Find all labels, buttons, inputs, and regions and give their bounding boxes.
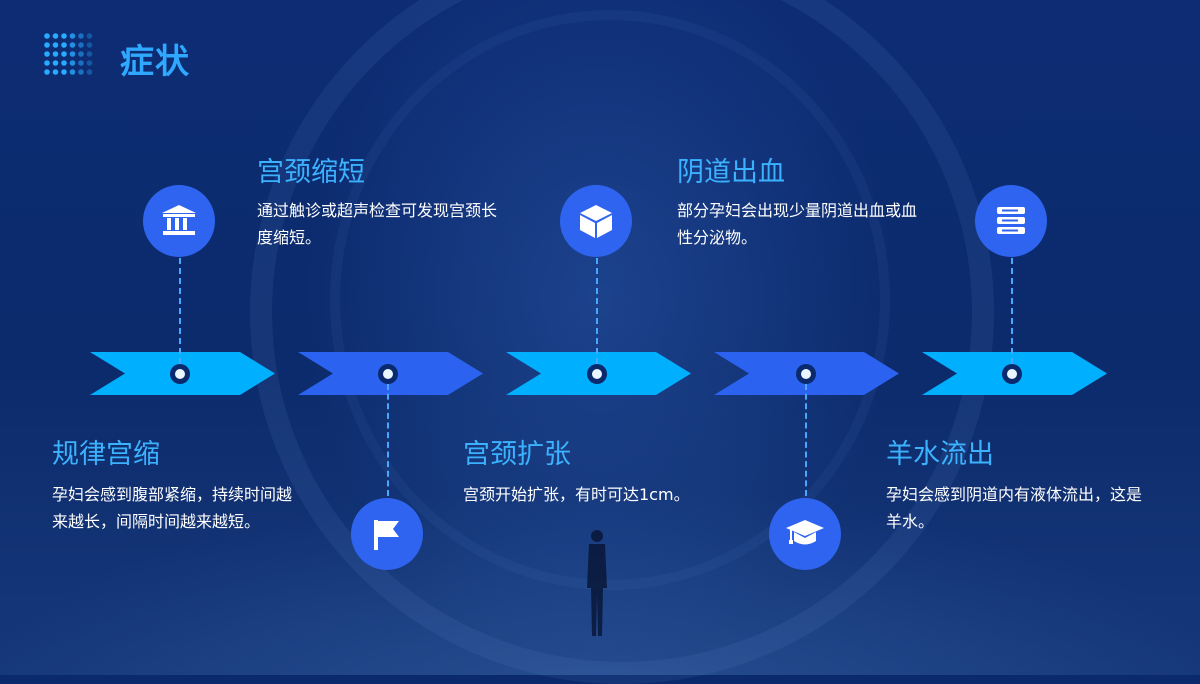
bank-icon	[162, 205, 196, 235]
timeline-dot-2	[378, 364, 398, 384]
timeline-dot-3	[587, 364, 607, 384]
step-5-title: 羊水流出	[886, 439, 994, 470]
graduation-cap-icon	[786, 520, 824, 545]
step-2-icon-circle	[351, 498, 423, 570]
connector-3	[596, 258, 598, 364]
step-5-desc: 孕妇会感到阴道内有液体流出，这是羊水。	[886, 485, 1143, 531]
connector-2	[387, 384, 389, 496]
dots-logo-icon	[44, 33, 93, 75]
step-3-title: 宫颈扩张	[463, 439, 571, 470]
person-silhouette-icon	[587, 530, 607, 636]
step-2-title: 宫颈缩短	[257, 157, 365, 188]
background-ring-inner	[330, 10, 890, 590]
step-5-icon-circle	[975, 185, 1047, 257]
timeline-dot-5	[1002, 364, 1022, 384]
step-1-desc: 孕妇会感到腹部紧缩，持续时间越来越长，间隔时间越来越短。	[52, 485, 293, 531]
step-1-title: 规律宫缩	[52, 439, 160, 470]
connector-4	[805, 384, 807, 496]
step-2-desc: 通过触诊或超声检查可发现宫颈长度缩短。	[257, 201, 498, 247]
connector-5	[1011, 258, 1013, 364]
step-1-icon-circle	[143, 185, 215, 257]
timeline-dot-1	[170, 364, 190, 384]
cube-icon	[580, 205, 612, 238]
step-4-icon-circle	[769, 498, 841, 570]
page-title: 症状	[120, 42, 190, 82]
step-3-desc: 宫颈开始扩张，有时可达1cm。	[463, 485, 690, 504]
step-3-icon-circle	[560, 185, 632, 257]
step-4-title: 阴道出血	[677, 157, 785, 188]
connector-1	[179, 258, 181, 364]
flag-icon	[374, 520, 399, 550]
layers-icon	[997, 207, 1025, 234]
step-4-desc: 部分孕妇会出现少量阴道出血或血性分泌物。	[677, 201, 918, 247]
timeline-dot-4	[796, 364, 816, 384]
